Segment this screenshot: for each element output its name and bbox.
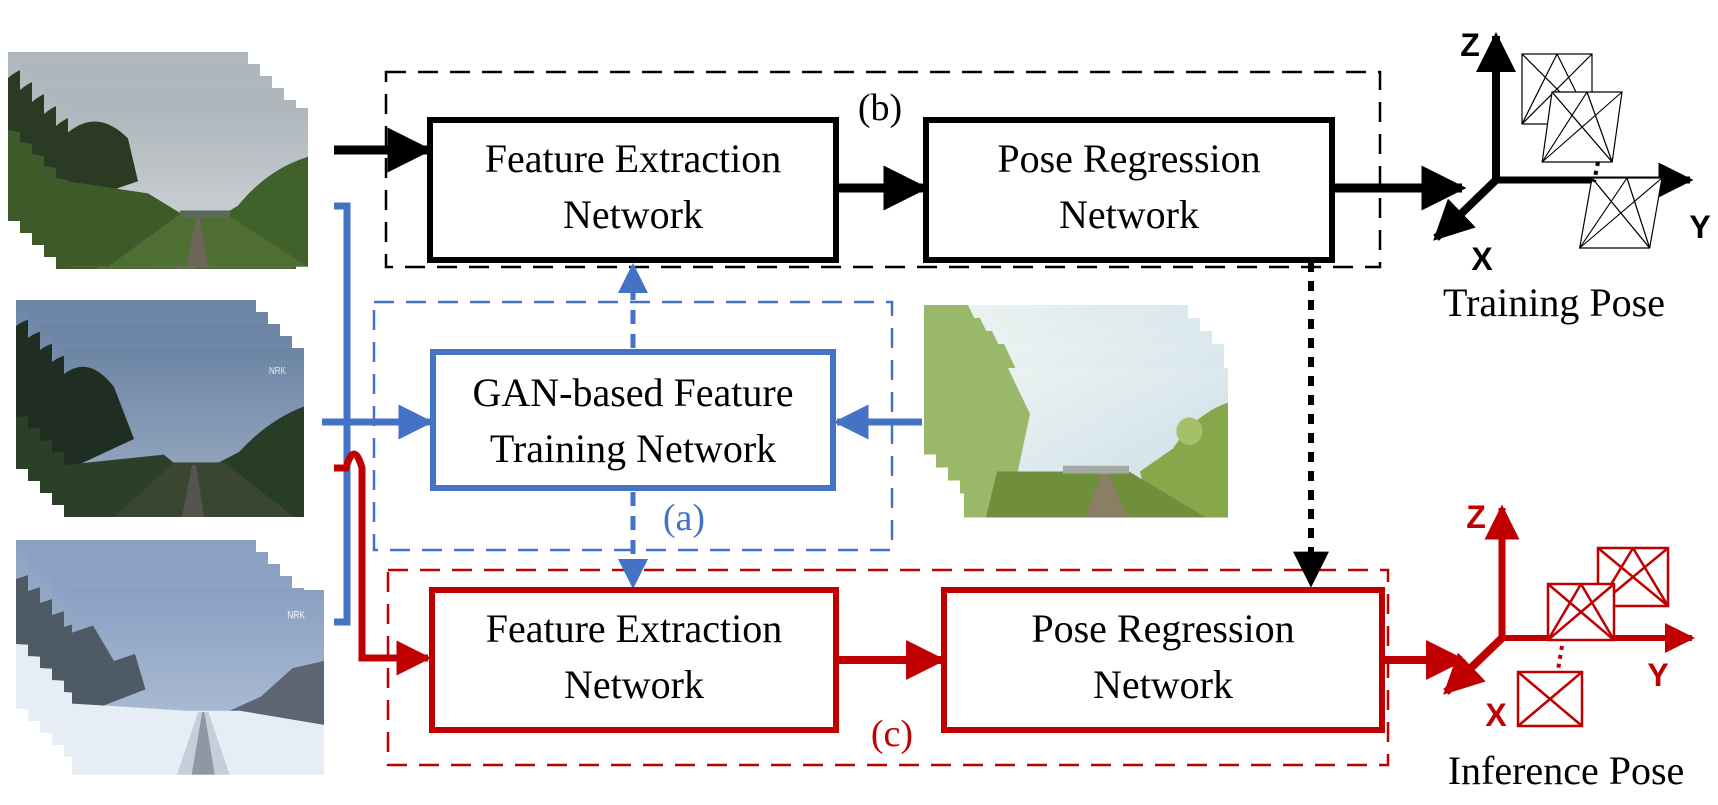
inference-z-label: Z (1466, 499, 1486, 535)
section-label-b: (b) (858, 87, 902, 129)
training-camera-frame-2 (1541, 91, 1623, 163)
inference-region-frame (386, 568, 1390, 767)
training-camera-frame-3 (1579, 177, 1663, 249)
summer-train-view-stack (8, 52, 308, 269)
bottom-pose-line1: Pose Regression (1031, 606, 1294, 651)
section-label-c: (c) (871, 713, 913, 755)
top-pose-regression-block: Pose Regression Network (923, 117, 1335, 263)
inference-frame-dots (1556, 645, 1564, 671)
top-feature-line1: Feature Extraction (485, 136, 782, 181)
inference-pose-caption: Inference Pose (1448, 748, 1685, 793)
training-y-label: Y (1689, 209, 1710, 245)
inference-pose-axes: Z Y X Inference Pose (1443, 499, 1695, 793)
gan-line2: Training Network (490, 426, 776, 471)
training-pose-caption: Training Pose (1443, 280, 1665, 325)
section-label-a: (a) (663, 497, 705, 539)
training-z-label: Z (1460, 27, 1480, 63)
bottom-feature-line1: Feature Extraction (486, 606, 783, 651)
training-x-axis (1433, 177, 1499, 241)
winter-input-to-bottom-feature-arrow (334, 450, 432, 676)
blue-source-bracket (334, 202, 351, 626)
inference-camera-frame-2 (1546, 582, 1616, 642)
gan-feature-training-block: GAN-based Feature Training Network (430, 349, 836, 491)
training-region-frame (384, 70, 1382, 269)
inference-x-label: X (1485, 697, 1507, 733)
top-feature-extraction-block: Feature Extraction Network (427, 117, 839, 263)
bottom-pose-regression-block: Pose Regression Network (941, 587, 1385, 733)
bottom-pose-line2: Network (1093, 662, 1233, 707)
top-pose-line1: Pose Regression (997, 136, 1260, 181)
bottom-feature-line2: Network (564, 662, 704, 707)
dusk-train-view-stack (16, 300, 304, 517)
training-pose-axes: Z Y X Training Pose (1433, 27, 1711, 325)
bottom-feature-extraction-block: Feature Extraction Network (429, 587, 839, 733)
sunny-train-view-stack (924, 305, 1228, 518)
gan-line1: GAN-based Feature (473, 370, 794, 415)
top-feature-line2: Network (563, 192, 703, 237)
inference-camera-frame-3 (1516, 670, 1584, 728)
inference-x-axis (1443, 635, 1505, 695)
training-frame-dots (1592, 161, 1600, 183)
winter-train-view-stack (16, 540, 324, 775)
training-x-label: X (1471, 241, 1493, 277)
top-pose-line2: Network (1059, 192, 1199, 237)
inference-y-label: Y (1647, 657, 1668, 693)
